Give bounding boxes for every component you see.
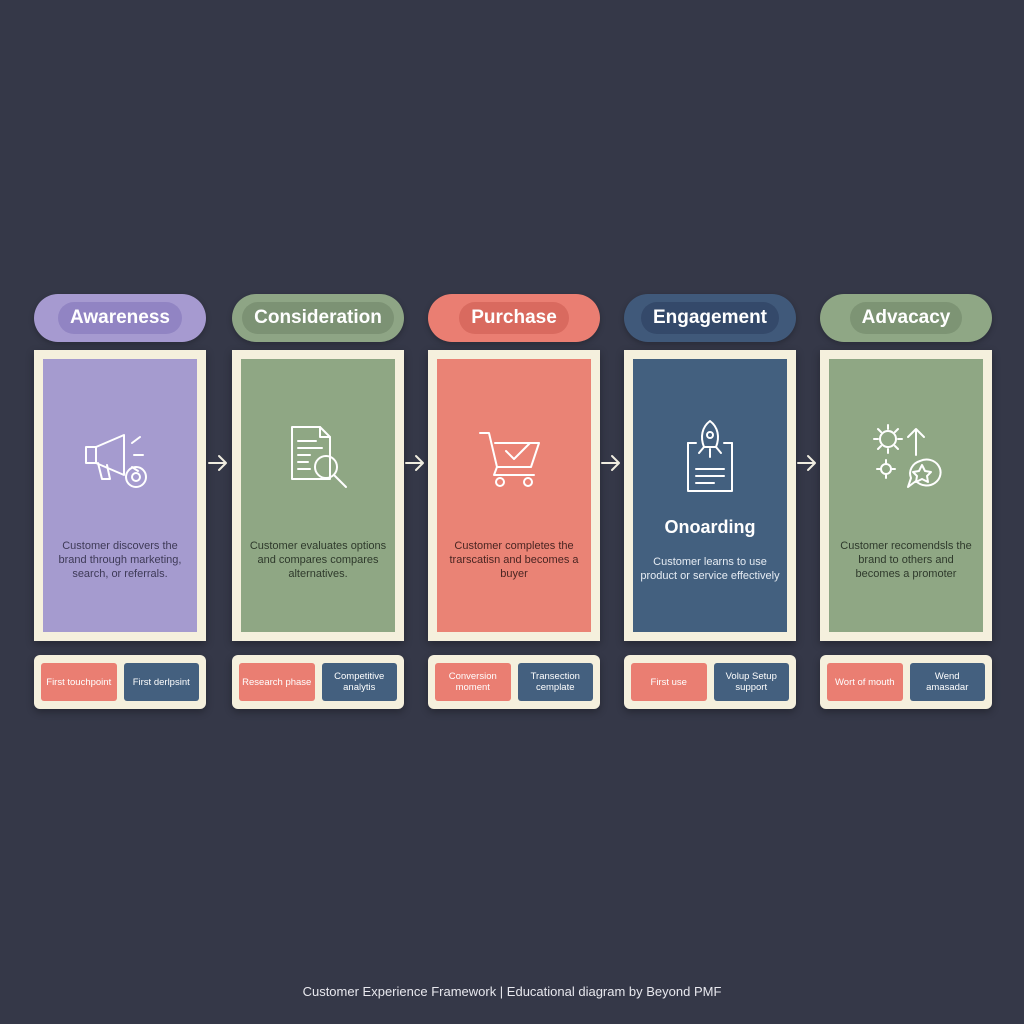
stage-card: Customer discovers the brand through mar… <box>34 350 206 641</box>
stage-description: Customer recomendsls the brand to others… <box>840 540 972 580</box>
tag-chip: Competitive analytis <box>321 663 397 701</box>
stage-pill: Consideration <box>232 294 404 342</box>
tag-chip: Research phase <box>239 663 315 701</box>
tag-chip: Transection cemplate <box>517 663 593 701</box>
stage-description: Customer completes the trarscatisn and b… <box>449 540 579 580</box>
tag-chip: Conversion moment <box>435 663 511 701</box>
stage-pill: Awareness <box>34 294 206 342</box>
megaphone-icon <box>43 415 197 499</box>
stage-card: Customer completes the trarscatisn and b… <box>428 350 600 641</box>
tag-chip: Wort of mouth <box>827 663 903 701</box>
arrow-right-icon <box>795 452 819 474</box>
stage-title: Advacacy <box>849 302 963 334</box>
arrow-right-icon <box>599 452 623 474</box>
gears-star-icon <box>829 415 983 499</box>
stage-pill: Engagement <box>624 294 796 342</box>
arrow-right-icon <box>403 452 427 474</box>
rocket-clipboard-icon <box>633 415 787 499</box>
stage-description: Customer evaluates options and compares … <box>249 540 387 580</box>
tag-chip: Volup Setup support <box>713 663 789 701</box>
tag-chip: First use <box>631 663 707 701</box>
stage-pill: Purchase <box>428 294 600 342</box>
stage-title: Awareness <box>58 302 182 334</box>
shopping-cart-icon <box>437 415 591 499</box>
tag-chip: First touchpoint <box>41 663 117 701</box>
stage-subtitle: Onoarding <box>664 517 756 537</box>
stage-card: Customer evaluates options and compares … <box>232 350 404 641</box>
stage-title: Consideration <box>242 302 394 334</box>
stage-description: Customer discovers the brand through mar… <box>58 540 182 580</box>
stage-description: Customer learns to use product or servic… <box>640 556 780 582</box>
tag-chip: Wend amasadar <box>909 663 985 701</box>
stage-title: Engagement <box>640 302 780 334</box>
stage-pill: Advacacy <box>820 294 992 342</box>
stage-title: Purchase <box>459 302 569 334</box>
stage-card: Customer recomendsls the brand to others… <box>820 350 992 641</box>
arrow-right-icon <box>206 452 230 474</box>
tag-chip: First derlpsint <box>123 663 199 701</box>
footer-caption: Customer Experience Framework | Educatio… <box>302 984 722 999</box>
document-search-icon <box>241 415 395 499</box>
